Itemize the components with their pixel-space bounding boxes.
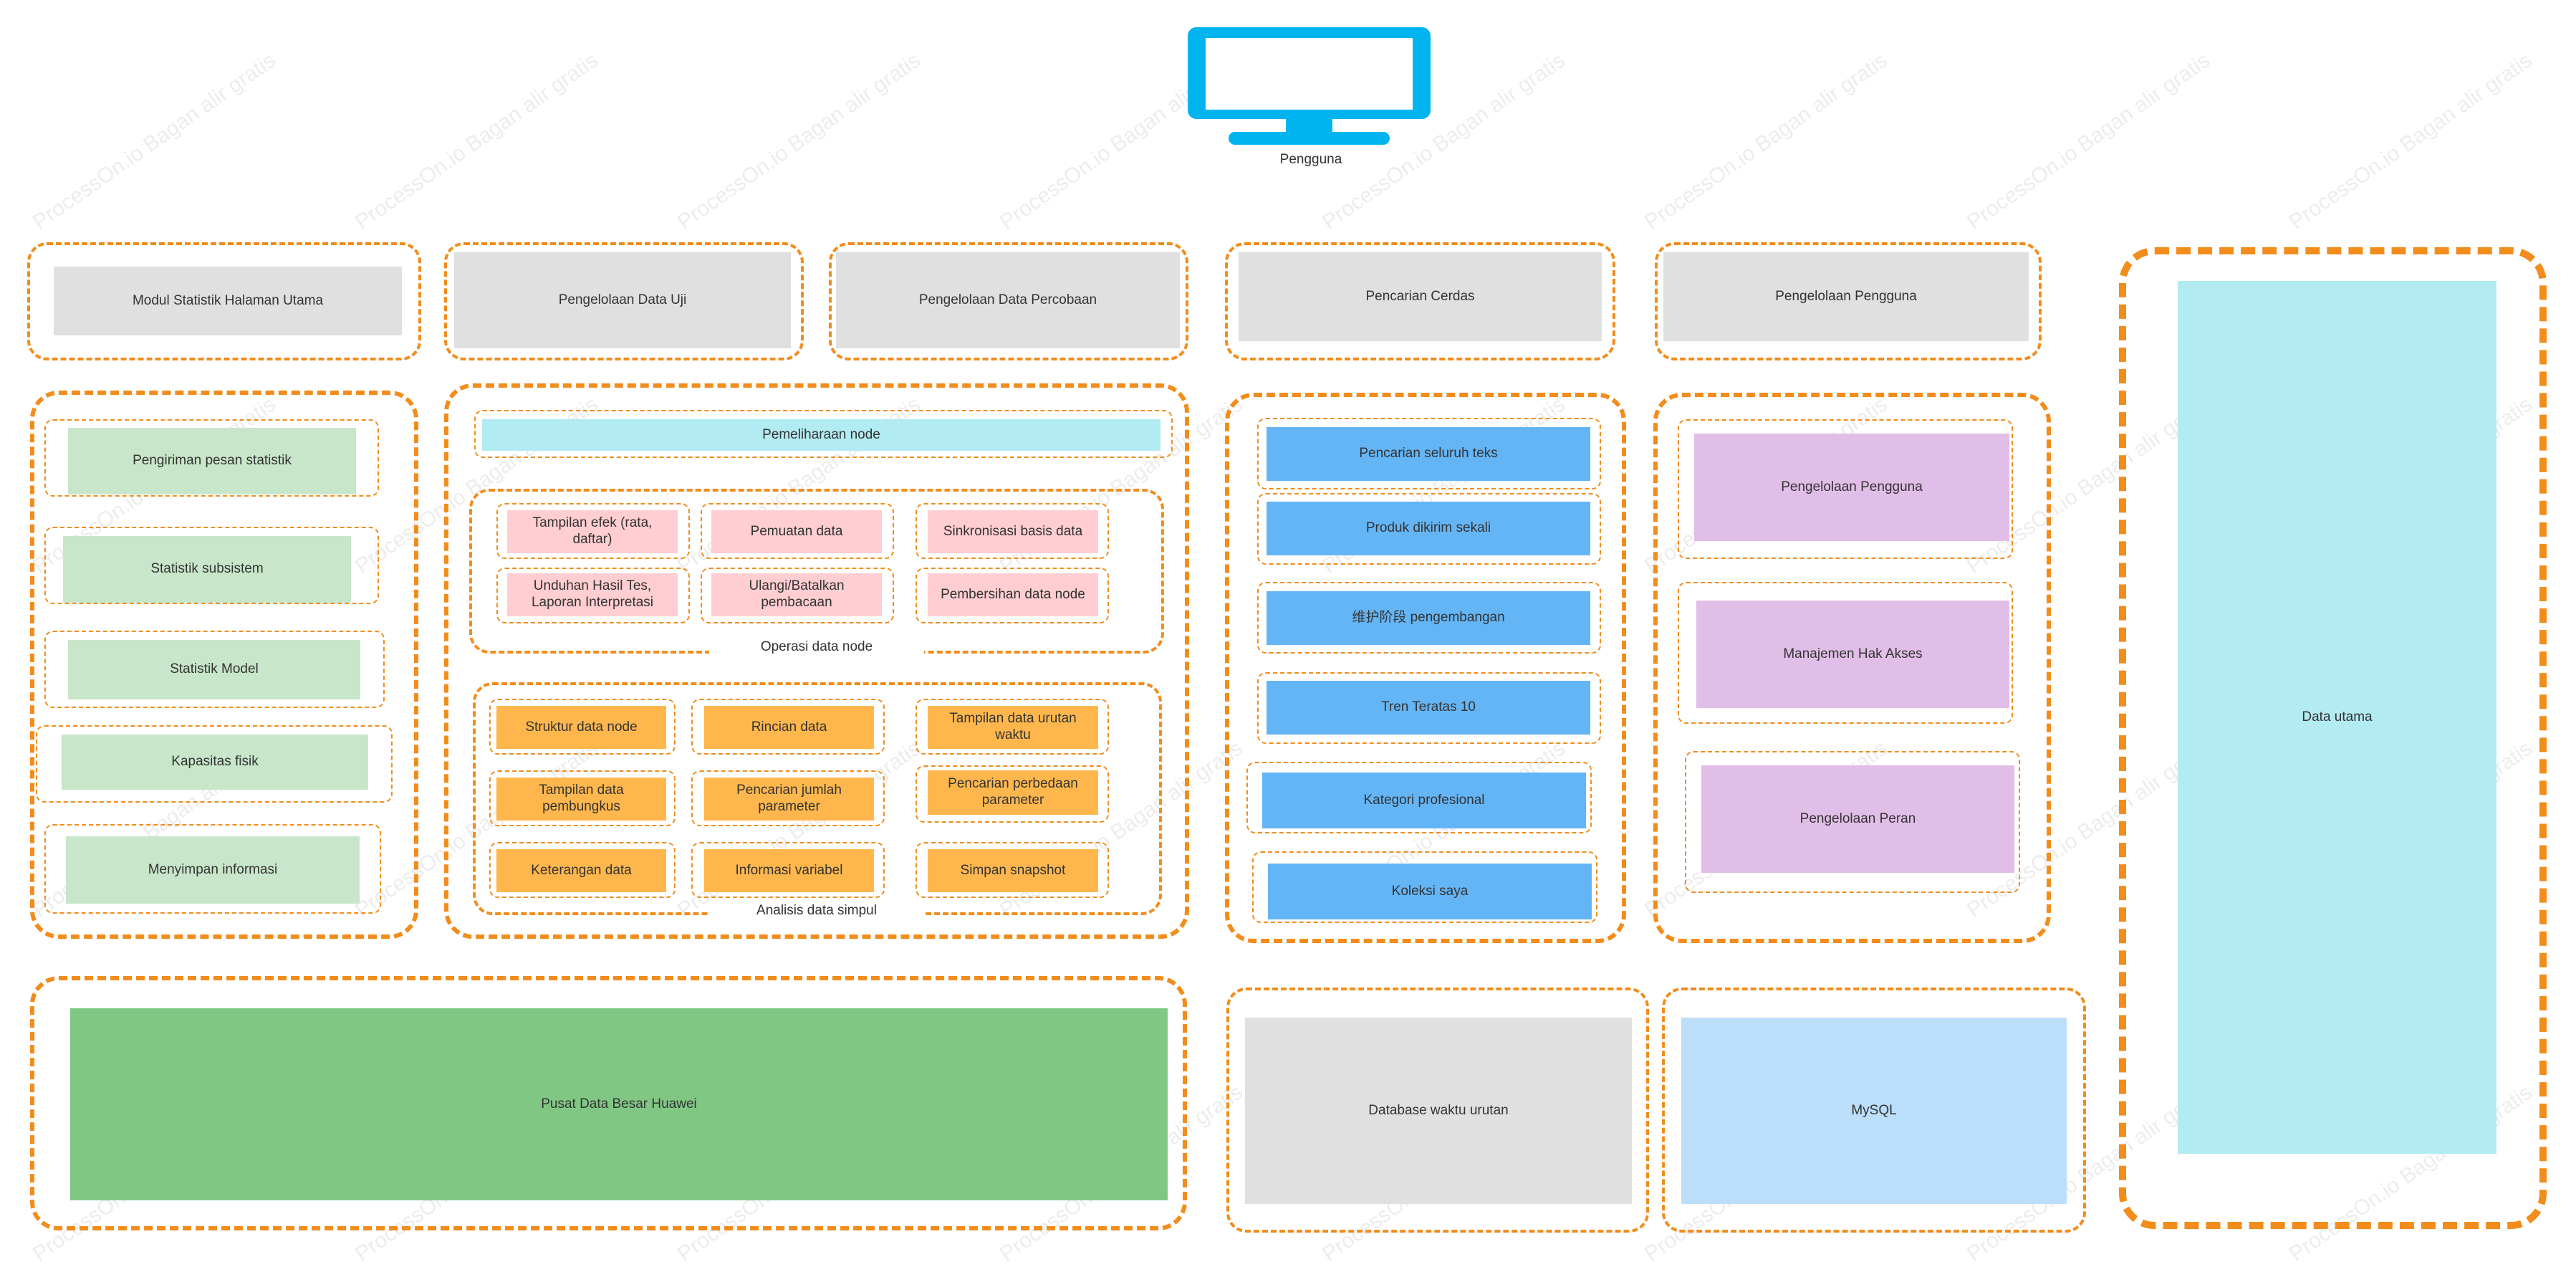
search-item: Pencarian seluruh teks bbox=[1267, 427, 1590, 481]
analysis-item: Simpan snapshot bbox=[928, 849, 1098, 892]
search-frame bbox=[1257, 418, 1601, 489]
experiment-data-group bbox=[829, 242, 1188, 360]
analysis-frame bbox=[489, 842, 676, 898]
search-frame bbox=[1246, 762, 1592, 833]
smart-search-group bbox=[1225, 242, 1615, 360]
analysis-frame bbox=[691, 699, 885, 755]
node-maintenance-box: Pemeliharaan node bbox=[482, 419, 1160, 451]
tsdb-box: Database waktu urutan bbox=[1245, 1018, 1632, 1204]
node-ops-caption: Operasi data node bbox=[709, 639, 924, 655]
watermark-text: ProcessOn.io Bagan alir gratis bbox=[673, 48, 925, 235]
analysis-item: Tampilan data pembungkus bbox=[496, 778, 666, 821]
stats-item-frame bbox=[36, 725, 393, 803]
mysql-box: MySQL bbox=[1681, 1018, 2067, 1204]
huawei-group bbox=[30, 976, 1187, 1230]
mysql-group bbox=[1662, 988, 2086, 1233]
analysis-item: Pencarian perbedaan parameter bbox=[928, 770, 1098, 815]
search-item: 维护阶段 pengembangan bbox=[1267, 591, 1590, 645]
users-frame bbox=[1678, 419, 2013, 559]
analysis-caption: Analisis data simpul bbox=[709, 903, 924, 919]
search-frame bbox=[1257, 493, 1601, 565]
users-frame bbox=[1678, 582, 2013, 724]
test-data-group bbox=[444, 242, 804, 360]
search-frame bbox=[1257, 672, 1601, 744]
analysis-frame bbox=[915, 765, 1109, 823]
user-label: Pengguna bbox=[1279, 152, 1342, 167]
analysis-item: Rincian data bbox=[704, 706, 874, 749]
analysis-frame bbox=[691, 770, 885, 826]
watermark-text: ProcessOn.io Bagan alir gratis bbox=[1963, 48, 2214, 235]
stats-group bbox=[30, 391, 418, 939]
stat-home-group bbox=[27, 242, 421, 360]
main-data-box: Data utama bbox=[2178, 281, 2496, 1154]
stats-item-frame bbox=[44, 419, 379, 497]
stats-item: Statistik Model bbox=[68, 640, 360, 699]
experiment-data-box: Pengelolaan Data Percobaan bbox=[836, 252, 1180, 348]
analysis-item: Pencarian jumlah parameter bbox=[704, 778, 874, 821]
users-group bbox=[1653, 393, 2051, 943]
analysis-frame bbox=[489, 699, 676, 755]
stats-item: Kapasitas fisik bbox=[62, 735, 368, 790]
node-op-frame bbox=[915, 503, 1109, 559]
node-op-item: Sinkronisasi basis data bbox=[928, 510, 1098, 553]
node-op-item: Ulangi/Batalkan pembacaan bbox=[711, 573, 882, 616]
analysis-frame bbox=[915, 842, 1109, 898]
tsdb-group bbox=[1226, 988, 1649, 1233]
watermark-text: ProcessOn.io Bagan alir gratis bbox=[1640, 48, 1892, 235]
node-op-item: Tampilan efek (rata, daftar) bbox=[507, 510, 678, 553]
analysis-item: Informasi variabel bbox=[704, 849, 874, 892]
search-frame bbox=[1257, 582, 1601, 654]
stats-item-frame bbox=[44, 824, 381, 914]
node-op-item: Unduhan Hasil Tes, Laporan Interpretasi bbox=[507, 573, 678, 616]
smart-search-box: Pencarian Cerdas bbox=[1239, 252, 1602, 341]
analysis-item: Struktur data node bbox=[496, 706, 666, 749]
node-group bbox=[444, 383, 1189, 939]
stats-item: Statistik subsistem bbox=[63, 536, 351, 603]
node-op-frame bbox=[496, 568, 690, 623]
huawei-box: Pusat Data Besar Huawei bbox=[70, 1008, 1168, 1200]
search-item: Produk dikirim sekali bbox=[1267, 502, 1590, 555]
users-item: Manajemen Hak Akses bbox=[1696, 601, 2009, 708]
watermark-text: ProcessOn.io Bagan alir gratis bbox=[29, 48, 280, 235]
stat-home-box: Modul Statistik Halaman Utama bbox=[54, 267, 402, 335]
user-mgmt-box: Pengelolaan Pengguna bbox=[1663, 252, 2029, 341]
users-frame bbox=[1685, 751, 2020, 893]
search-frame bbox=[1252, 851, 1597, 923]
search-group bbox=[1225, 393, 1626, 943]
node-maintenance-frame bbox=[474, 410, 1173, 458]
analysis-frame bbox=[915, 699, 1109, 755]
search-item: Koleksi saya bbox=[1268, 864, 1592, 919]
analysis-item: Keterangan data bbox=[496, 849, 666, 892]
watermark-text: ProcessOn.io Bagan alir gratis bbox=[351, 48, 602, 235]
node-op-frame bbox=[701, 503, 894, 559]
stats-item: Menyimpan informasi bbox=[66, 836, 360, 904]
node-op-frame bbox=[701, 568, 894, 623]
node-op-frame bbox=[496, 503, 690, 559]
node-op-frame bbox=[915, 568, 1109, 623]
main-data-group bbox=[2119, 247, 2547, 1229]
stats-item-frame bbox=[44, 631, 385, 708]
analysis-item: Tampilan data urutan waktu bbox=[928, 706, 1098, 749]
search-item: Tren Teratas 10 bbox=[1267, 681, 1590, 735]
test-data-box: Pengelolaan Data Uji bbox=[454, 252, 791, 348]
node-op-item: Pemuatan data bbox=[711, 510, 882, 553]
analysis-frame bbox=[489, 770, 676, 826]
user-mgmt-group bbox=[1655, 242, 2042, 360]
users-item: Pengelolaan Pengguna bbox=[1694, 434, 2009, 541]
analysis-frame bbox=[691, 842, 885, 898]
monitor-icon bbox=[1188, 27, 1431, 145]
stats-item: Pengiriman pesan statistik bbox=[68, 428, 356, 494]
stats-item-frame bbox=[44, 527, 379, 604]
users-item: Pengelolaan Peran bbox=[1701, 765, 2014, 873]
search-item: Kategori profesional bbox=[1262, 773, 1586, 828]
node-op-item: Pembersihan data node bbox=[928, 573, 1098, 616]
watermark-text: ProcessOn.io Bagan alir gratis bbox=[2285, 48, 2537, 235]
